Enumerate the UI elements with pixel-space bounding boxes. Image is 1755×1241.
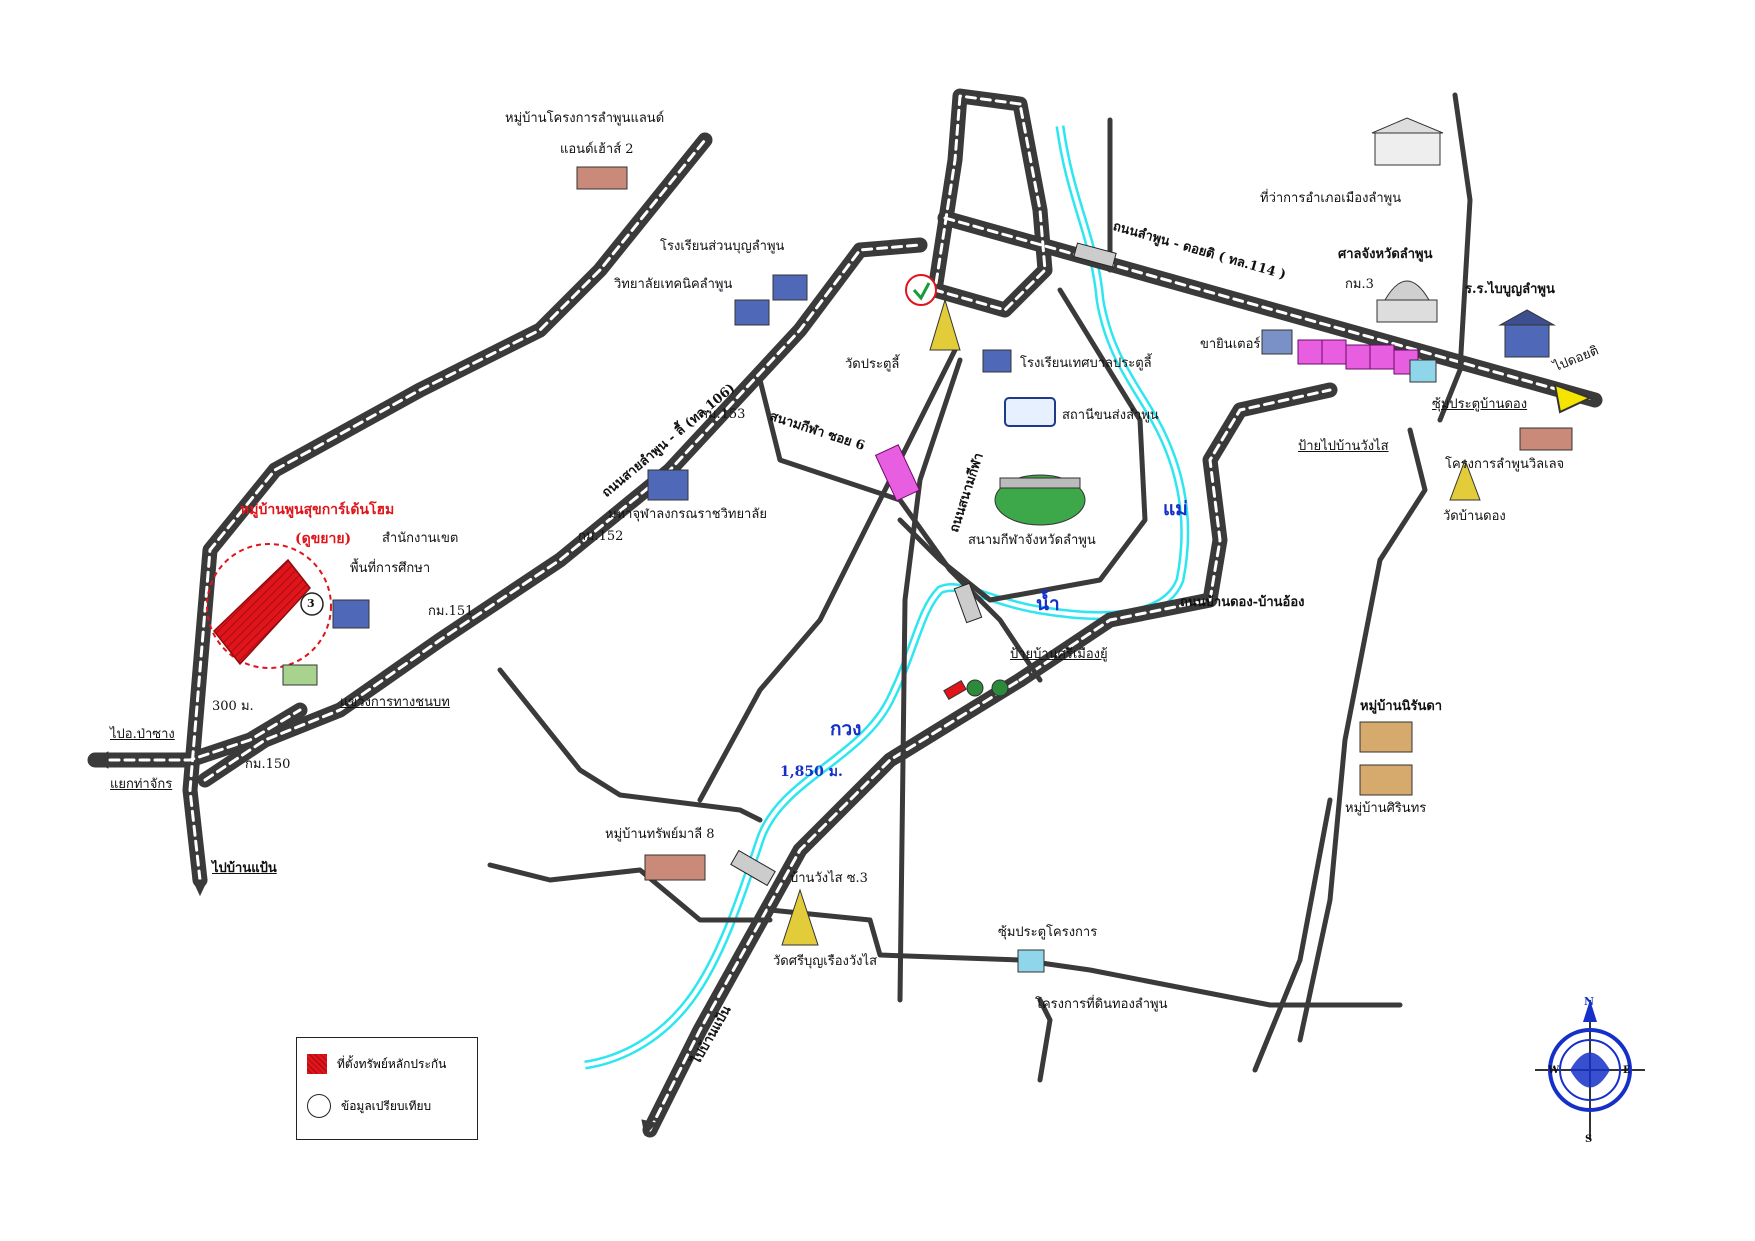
comparison-marker xyxy=(300,592,324,616)
label-ban-wang-sai: บ้านวังไส ซ.3 xyxy=(790,871,868,886)
label-stadium: สนามกีฬาจังหวัดลำพูน xyxy=(968,533,1096,548)
label-sign-wang-sai: ป้ายไปบ้านวังไส xyxy=(1298,439,1389,454)
minor-roads xyxy=(487,92,1473,1083)
compass-n: N xyxy=(1584,995,1595,1008)
bridges xyxy=(730,242,1117,887)
house-icon-1 xyxy=(576,166,628,190)
label-road-ban-tong-ban-ueang: ถนนบ้านดอง-บ้านอ้อง xyxy=(1180,595,1305,610)
label-dist-1850: 1,850 ม. xyxy=(780,764,843,780)
label-village-nirunda: หมู่บ้านนิรันดา xyxy=(1360,699,1443,714)
arrow-to-ban-paen-icon xyxy=(192,879,208,897)
arrow-to-ban-paen-2-icon xyxy=(641,1119,657,1137)
shophouses-icon xyxy=(874,339,1419,502)
label-to-ban-paen: ไปบ้านแป้น xyxy=(212,861,277,876)
school-icon-1 xyxy=(1498,309,1556,358)
center-icon xyxy=(1261,329,1293,355)
compass-icon xyxy=(1535,1000,1645,1140)
gate-icon-1 xyxy=(1409,359,1437,383)
label-project-lamphun-villa: โครงการลำพูนวิลเลจ xyxy=(1445,457,1565,472)
label-main-village: หมู่บ้านพูนสุขการ์เด้นโฮม xyxy=(240,502,395,518)
label-village-project-2-a: หมู่บ้านโครงการลำพูนแลนด์ xyxy=(505,111,665,126)
school-icon-3 xyxy=(734,299,770,326)
label-edu-office-a: สำนักงานเขต xyxy=(382,531,459,546)
label-tech-college: วิทยาลัยเทคนิคลำพูน xyxy=(614,277,733,292)
legend-comparison-label: ข้อมูลเปรียบเทียบ xyxy=(341,1098,432,1113)
label-wat-ban-tong: วัดบ้านดอง xyxy=(1443,509,1506,524)
label-yaowarat-center: ขายินเตอร์ xyxy=(1200,337,1261,352)
label-village-sap-mali: หมู่บ้านทรัพย์มาลี 8 xyxy=(605,827,715,842)
pagoda-icon-1 xyxy=(929,298,961,351)
label-river-kuang: กวง xyxy=(830,718,862,740)
label-river-mae: แม่ xyxy=(1163,498,1188,520)
label-km150: กม.150 xyxy=(245,757,291,772)
bus-icon xyxy=(1004,397,1056,427)
school-icon-5 xyxy=(647,469,689,501)
label-gate-ban-tong: ซุ้มประตูบ้านดอง xyxy=(1432,397,1528,412)
label-sign-ban-si-mueang-yu: ป้ายบ้านศรีเมืองยู้ xyxy=(1010,647,1108,662)
house-icon-4 xyxy=(1359,721,1413,753)
gate-icon-2 xyxy=(1017,949,1045,973)
legend-collateral-label: ที่ตั้งทรัพย์หลักประกัน xyxy=(337,1056,447,1071)
label-km153: กม.153 xyxy=(700,407,746,422)
court-dome-icon xyxy=(1376,280,1438,323)
house-icon-2 xyxy=(1519,427,1573,451)
label-gate-project: ซุ้มประตูโครงการ xyxy=(998,925,1098,940)
legend-row-collateral: ที่ตั้งทรัพย์หลักประกัน xyxy=(307,1054,446,1074)
school-icon-2 xyxy=(772,274,808,301)
label-km151: กม.151 xyxy=(428,604,474,619)
label-provincial-court: ศาลจังหวัดลำพูน xyxy=(1338,247,1433,262)
arrows xyxy=(90,383,1593,1137)
landmark-icons xyxy=(282,117,1573,973)
label-property-marker: 3 xyxy=(307,597,315,610)
label-wat-pratu-li: วัดประตูลี้ xyxy=(845,357,900,372)
label-village-project-2-b: แอนด์เฮ้าส์ 2 xyxy=(560,142,634,157)
label-municipal-school: โรงเรียนเทศบาลประตูลี้ xyxy=(1020,356,1152,371)
school-icon-6 xyxy=(332,599,370,629)
label-district-office: ที่ว่าการอำเภอเมืองลำพูน xyxy=(1260,191,1402,206)
district-office-icon xyxy=(1371,117,1444,166)
label-project-thi-din-thong: โครงการที่ดินทองลำพูน xyxy=(1035,997,1168,1012)
circle-marker-icon xyxy=(307,1094,331,1118)
house-icon-3 xyxy=(644,854,706,881)
compass-e: E xyxy=(1623,1065,1631,1076)
stadium-icon xyxy=(994,474,1086,526)
house-icon-5 xyxy=(1359,764,1413,796)
property-parcel xyxy=(212,558,311,666)
hatch-swatch-icon xyxy=(307,1054,327,1074)
major-roads xyxy=(87,88,1603,1138)
label-mahachula: มหาจุฬาลงกรณราชวิทยาลัย xyxy=(608,507,767,522)
label-survey-tag: (ดูขยาย) xyxy=(295,531,352,547)
compass-s: S xyxy=(1585,1134,1593,1145)
label-edu-office-b: พื้นที่การศึกษา xyxy=(350,561,431,576)
property-site xyxy=(206,543,332,669)
compass-w: W xyxy=(1548,1065,1560,1076)
legend-row-comparison: ข้อมูลเปรียบเทียบ xyxy=(307,1094,431,1118)
school-icon-4 xyxy=(982,349,1012,373)
label-dist-300: 300 ม. xyxy=(212,699,254,714)
label-village-sirinthon: หมู่บ้านศิรินทร xyxy=(1345,801,1427,816)
label-wat-si-bun-ruang: วัดศรีบุญเรืองวังไส xyxy=(773,954,878,969)
house-icon-6 xyxy=(282,664,318,686)
label-junction-tha-chak: แยกท่าจักร xyxy=(110,777,173,792)
label-bus-station: สถานีขนส่งลำพูน xyxy=(1062,408,1159,423)
bank-logo-icon xyxy=(905,274,937,306)
arrow-to-doi-ti-icon xyxy=(1553,383,1593,414)
label-rr-bunyawat: ร.ร.ไบบูญลำพูน xyxy=(1465,282,1555,297)
label-to-pa-sang: ไปอ.ป่าซาง xyxy=(110,727,175,742)
label-highway-district: แขวงการทางชนบท xyxy=(340,695,450,710)
label-school-suan-bun: โรงเรียนส่วนบุญลำพูน xyxy=(660,239,785,254)
legend: ที่ตั้งทรัพย์หลักประกัน ข้อมูลเปรียบเทีย… xyxy=(296,1037,478,1140)
arrow-to-pa-sang-icon xyxy=(90,751,109,769)
label-river-nam: น้ำ xyxy=(1036,593,1060,615)
label-km152: กม.152 xyxy=(578,529,624,544)
pagoda-icon-3 xyxy=(781,888,819,946)
pagoda-icon-2 xyxy=(1449,458,1481,501)
label-km3: กม.3 xyxy=(1345,277,1374,292)
trees-icon xyxy=(943,679,1009,701)
